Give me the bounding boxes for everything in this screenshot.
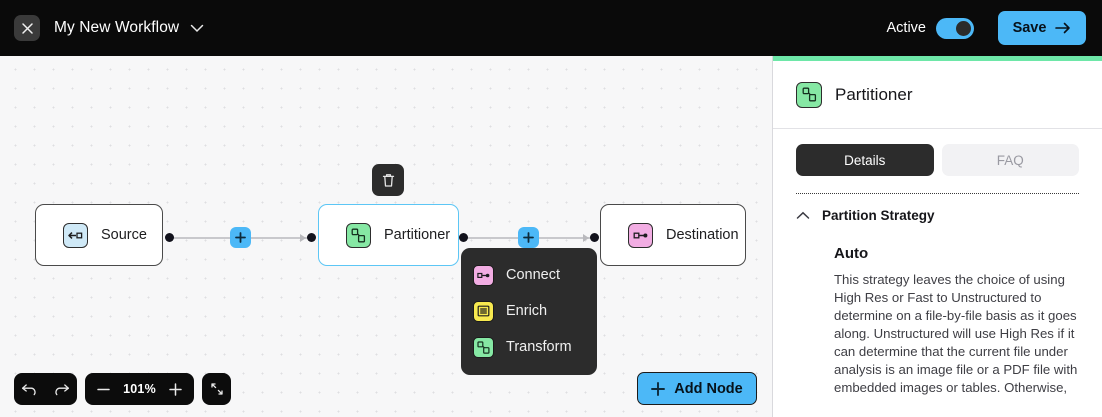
partitioner-icon: [796, 81, 822, 108]
transform-icon: [473, 336, 494, 358]
plus-icon: [651, 381, 666, 396]
fit-view-icon: [210, 383, 223, 395]
menu-item-enrich-label: Enrich: [506, 303, 548, 319]
port-handle[interactable]: [459, 233, 468, 242]
panel-title: Partitioner: [835, 84, 913, 104]
partition-strategy-section-header[interactable]: Partition Strategy: [773, 194, 1102, 223]
port-handle[interactable]: [307, 233, 316, 242]
node-partitioner-label: Partitioner: [384, 227, 451, 243]
arrow-right-icon: [1055, 22, 1071, 34]
redo-button[interactable]: [53, 383, 70, 396]
menu-item-transform[interactable]: Transform: [461, 329, 597, 365]
menu-item-enrich[interactable]: Enrich: [461, 293, 597, 329]
panel-divider: [796, 193, 1079, 194]
zoom-toolbar: 101%: [85, 373, 194, 405]
partition-strategy-title: Partition Strategy: [822, 208, 935, 223]
menu-item-connect[interactable]: Connect: [461, 257, 597, 293]
trash-icon: [382, 173, 394, 187]
zoom-level-label: 101%: [123, 382, 156, 396]
top-bar: My New Workflow Active Save: [0, 0, 1102, 56]
node-partitioner[interactable]: Partitioner: [318, 204, 459, 266]
enrich-icon: [473, 300, 494, 322]
close-icon: [21, 22, 33, 34]
active-toggle[interactable]: [936, 17, 974, 39]
save-button[interactable]: Save: [998, 11, 1086, 45]
node-destination-label: Destination: [666, 227, 739, 243]
close-button[interactable]: [14, 15, 40, 41]
zoom-in-button[interactable]: [169, 382, 182, 396]
active-toggle-label: Active: [886, 20, 927, 36]
redo-icon: [55, 383, 69, 395]
zoom-out-button[interactable]: [97, 388, 110, 391]
undo-icon: [22, 383, 36, 395]
save-button-label: Save: [1012, 20, 1047, 36]
add-node-button-label: Add Node: [674, 380, 743, 397]
node-type-menu: Connect Enrich: [461, 248, 597, 375]
add-node-on-edge-button[interactable]: [230, 227, 251, 248]
plus-icon: [169, 382, 182, 396]
chevron-up-icon: [796, 211, 810, 219]
workflow-canvas[interactable]: Source Partitioner Destina: [0, 56, 772, 417]
undo-button[interactable]: [21, 383, 38, 396]
node-destination[interactable]: Destination: [600, 204, 746, 266]
history-toolbar: [14, 373, 77, 405]
port-handle[interactable]: [165, 233, 174, 242]
add-node-on-edge-button[interactable]: [518, 227, 539, 248]
strategy-name: Auto: [834, 245, 869, 262]
tab-details[interactable]: Details: [796, 144, 934, 176]
details-panel: Partitioner Details FAQ Partition Strate…: [772, 56, 1102, 417]
connect-icon: [473, 264, 494, 286]
strategy-description: This strategy leaves the choice of using…: [834, 272, 1078, 395]
port-handle[interactable]: [590, 233, 599, 242]
node-source[interactable]: Source: [35, 204, 163, 266]
source-icon: [63, 222, 88, 248]
add-node-button[interactable]: Add Node: [637, 372, 757, 405]
minus-icon: [97, 388, 110, 390]
tab-faq-label: FAQ: [996, 152, 1024, 168]
edge-arrow-icon: [300, 234, 306, 242]
workflow-title: My New Workflow: [54, 19, 180, 36]
workflow-title-dropdown-button[interactable]: [190, 24, 204, 33]
tab-details-label: Details: [844, 152, 886, 168]
node-source-label: Source: [101, 227, 147, 243]
delete-node-button[interactable]: [372, 164, 404, 196]
edge-arrow-icon: [583, 234, 589, 242]
chevron-down-icon: [190, 24, 204, 32]
panel-header: Partitioner: [773, 61, 1102, 129]
plus-icon: [235, 232, 246, 243]
fit-view-button[interactable]: [210, 382, 224, 396]
panel-accent-bar: [773, 56, 1102, 61]
menu-item-connect-label: Connect: [506, 267, 561, 283]
fit-view-toolbar: [202, 373, 231, 405]
panel-tabs: Details FAQ: [773, 129, 1102, 176]
tab-faq[interactable]: FAQ: [941, 144, 1079, 176]
destination-icon: [628, 222, 653, 248]
plus-icon: [523, 232, 534, 243]
menu-item-transform-label: Transform: [506, 339, 572, 355]
partitioner-icon: [346, 222, 371, 248]
toggle-knob: [956, 20, 971, 36]
strategy-block: Auto This strategy leaves the choice of …: [773, 223, 1102, 397]
